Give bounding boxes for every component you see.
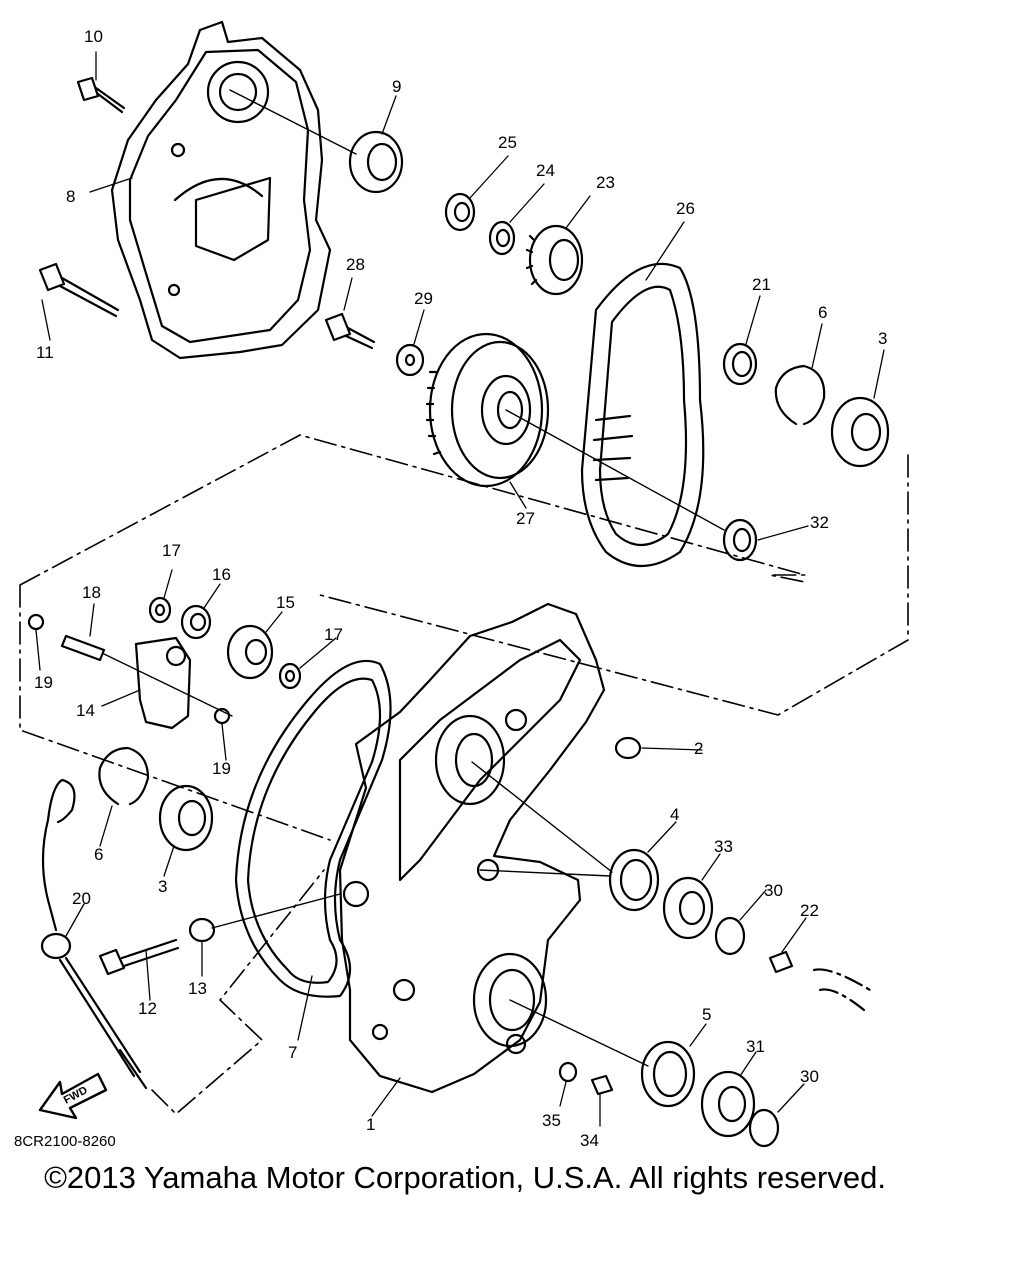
callout-3a: 3 <box>878 329 887 348</box>
axis-line-cover <box>229 89 357 155</box>
callout-30b: 30 <box>800 1067 819 1086</box>
shaft-reference-line <box>812 968 872 1012</box>
seal-32-part <box>722 518 758 562</box>
copyright-notice: ©2013 Yamaha Motor Corporation, U.S.A. A… <box>44 1160 886 1195</box>
callout-29: 29 <box>414 289 433 308</box>
circlip-30a-part <box>714 916 746 956</box>
callout-1: 1 <box>366 1115 375 1134</box>
fwd-arrow-icon <box>38 1072 108 1120</box>
dipstick-20-part <box>40 778 148 1090</box>
assembly-boundary-line <box>19 434 909 841</box>
callout-22: 22 <box>800 901 819 920</box>
callout-23: 23 <box>596 173 615 192</box>
callout-3b: 3 <box>158 877 167 896</box>
bolt-34-part <box>590 1074 614 1096</box>
collar-21-part <box>722 342 758 386</box>
washer-29-part <box>395 343 425 377</box>
chain-case-1-part <box>338 602 606 1094</box>
callout-16: 16 <box>212 565 231 584</box>
bearing-9-part <box>348 130 404 194</box>
callout-17a: 17 <box>162 541 181 560</box>
callout-35: 35 <box>542 1111 561 1130</box>
axis-line-mid <box>471 761 613 877</box>
tensioner-arm-14-part <box>134 636 192 730</box>
circlip-6a-part <box>774 364 826 426</box>
axis-line-main <box>505 409 725 531</box>
callout-11: 11 <box>36 343 54 362</box>
callout-25: 25 <box>498 133 517 152</box>
callout-19b: 19 <box>212 759 231 778</box>
bolt-10-part <box>76 76 126 114</box>
callout-24: 24 <box>536 161 555 180</box>
callout-18: 18 <box>82 583 101 602</box>
bolt-28-part <box>324 312 376 350</box>
seal-5-part <box>640 1040 696 1108</box>
axis-line-lower <box>509 999 649 1067</box>
callout-20: 20 <box>72 889 91 908</box>
bolt-11-part <box>38 262 120 318</box>
callout-26: 26 <box>676 199 695 218</box>
drive-chain-26-part <box>580 262 705 568</box>
washer-17a-part <box>148 596 172 624</box>
bearing-3a-part <box>830 396 890 468</box>
sprocket-23-part <box>525 224 584 296</box>
callout-21: 21 <box>752 275 771 294</box>
roller-15-part <box>226 624 274 680</box>
callout-15: 15 <box>276 593 295 612</box>
axis-line-left <box>103 653 233 717</box>
callout-13: 13 <box>188 979 207 998</box>
seal-4-part <box>608 848 660 912</box>
sprocket-27-part <box>425 332 550 488</box>
callout-7: 7 <box>288 1043 297 1062</box>
callout-27: 27 <box>516 509 535 528</box>
callout-5: 5 <box>702 1005 711 1024</box>
bearing-31-part <box>700 1070 756 1138</box>
nut-25-part <box>444 192 476 232</box>
fwd-label: FWD <box>62 1084 90 1106</box>
diagram-code: 8CR2100-8260 <box>14 1133 116 1150</box>
nut-13-part <box>188 917 216 943</box>
callout-19a: 19 <box>34 673 53 692</box>
callout-31: 31 <box>746 1037 765 1056</box>
bolt-12-part <box>98 938 180 976</box>
callout-17b: 17 <box>324 625 343 644</box>
lower-reference-line <box>151 869 325 1115</box>
gasket-7-part <box>234 659 392 998</box>
callout-30a: 30 <box>764 881 783 900</box>
callout-6b: 6 <box>94 845 103 864</box>
plug-22-part <box>768 950 794 974</box>
circlip-19b-part <box>213 707 231 725</box>
circlip-19a-part <box>27 613 45 631</box>
circlip-30b-part <box>748 1108 780 1148</box>
washer-17b-part <box>278 662 302 690</box>
plug-2-part <box>614 736 642 760</box>
bearing-33-part <box>662 876 714 940</box>
callout-12: 12 <box>138 999 157 1018</box>
callout-34: 34 <box>580 1131 599 1150</box>
circlip-6b-part <box>98 746 150 806</box>
bearing-16-part <box>180 604 212 640</box>
callout-10: 10 <box>84 27 103 46</box>
callout-2: 2 <box>694 739 703 758</box>
callout-9: 9 <box>392 77 401 96</box>
washer-35-part <box>558 1061 578 1083</box>
callout-33: 33 <box>714 837 733 856</box>
washer-24-part <box>488 220 516 256</box>
callout-6a: 6 <box>818 303 827 322</box>
bearing-3b-part <box>158 784 214 852</box>
callout-32: 32 <box>810 513 829 532</box>
callout-14: 14 <box>76 701 95 720</box>
callout-4: 4 <box>670 805 679 824</box>
callout-28: 28 <box>346 255 365 274</box>
callout-8: 8 <box>66 187 75 206</box>
chain-case-cover-part <box>110 20 332 360</box>
axis-line-13 <box>211 893 341 929</box>
shaft-18-part <box>60 634 106 662</box>
